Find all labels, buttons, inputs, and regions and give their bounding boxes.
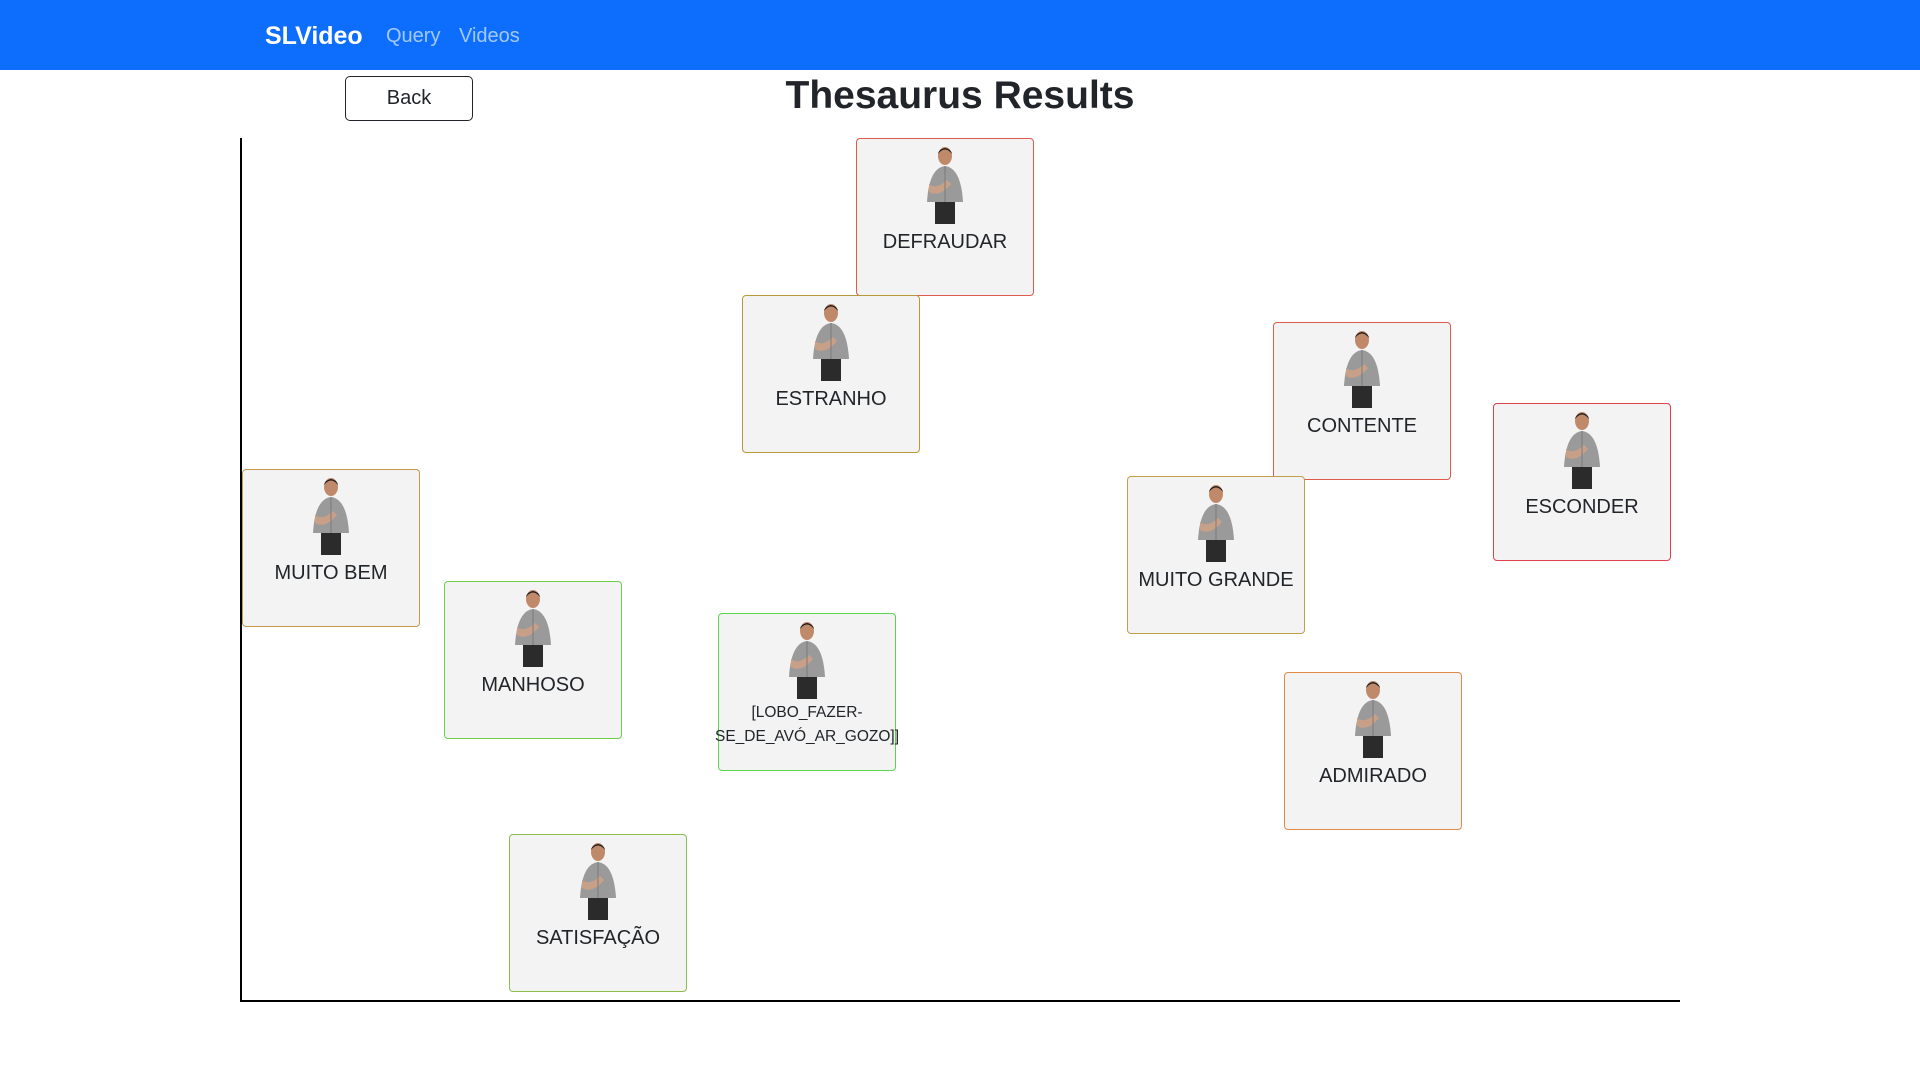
- result-card-label: MANHOSO: [481, 674, 585, 696]
- signer-thumbnail-icon: [313, 478, 349, 555]
- result-card-muito-grande[interactable]: MUITO GRANDE: [1127, 476, 1305, 634]
- result-card-admirado[interactable]: ADMIRADO: [1284, 672, 1462, 830]
- signer-thumbnail-icon: [813, 304, 849, 381]
- result-card-contente[interactable]: CONTENTE: [1273, 322, 1451, 480]
- signer-thumbnail-icon: [927, 147, 963, 224]
- result-card-label: ADMIRADO: [1319, 765, 1427, 787]
- result-card-satisfacao[interactable]: SATISFAÇÃO: [509, 834, 687, 992]
- signer-thumbnail-icon: [1564, 412, 1600, 489]
- result-card-label: MUITO GRANDE: [1138, 569, 1294, 591]
- y-axis-line: [240, 138, 242, 1002]
- result-card-label: CONTENTE: [1307, 415, 1417, 437]
- nav-link-videos[interactable]: Videos: [459, 25, 520, 47]
- result-card-esconder[interactable]: ESCONDER: [1493, 403, 1671, 561]
- signer-thumbnail-icon: [789, 622, 825, 699]
- brand-link[interactable]: SLVideo: [265, 22, 363, 50]
- result-card-lobo-fazer-se-de-avo[interactable]: [LOBO_FAZER-SE_DE_AVÓ_AR_GOZO]]: [715, 613, 899, 771]
- result-card-label: ESCONDER: [1525, 496, 1639, 518]
- result-card-label: SATISFAÇÃO: [535, 927, 661, 949]
- result-card-defraudar[interactable]: DEFRAUDAR: [856, 138, 1034, 296]
- nav-link-query[interactable]: Query: [386, 25, 441, 47]
- result-card-manhoso[interactable]: MANHOSO: [444, 581, 622, 739]
- signer-thumbnail-icon: [1355, 681, 1391, 758]
- result-card-label: DEFRAUDAR: [882, 231, 1008, 253]
- result-card-muito-bem[interactable]: MUITO BEM: [242, 469, 420, 627]
- signer-thumbnail-icon: [1344, 331, 1380, 408]
- back-button[interactable]: Back: [345, 76, 473, 121]
- result-card-estranho[interactable]: ESTRANHO: [742, 295, 920, 453]
- signer-thumbnail-icon: [515, 590, 551, 667]
- result-card-label: ESTRANHO: [775, 388, 887, 410]
- result-card-label: [LOBO_FAZER-SE_DE_AVÓ_AR_GOZO]]: [714, 704, 900, 745]
- x-axis-line: [240, 1000, 1680, 1002]
- top-navbar: SLVideo Query Videos: [0, 0, 1920, 70]
- signer-thumbnail-icon: [1198, 485, 1234, 562]
- result-card-label: MUITO BEM: [274, 562, 388, 584]
- page-title: Thesaurus Results: [785, 74, 1135, 117]
- signer-thumbnail-icon: [580, 843, 616, 920]
